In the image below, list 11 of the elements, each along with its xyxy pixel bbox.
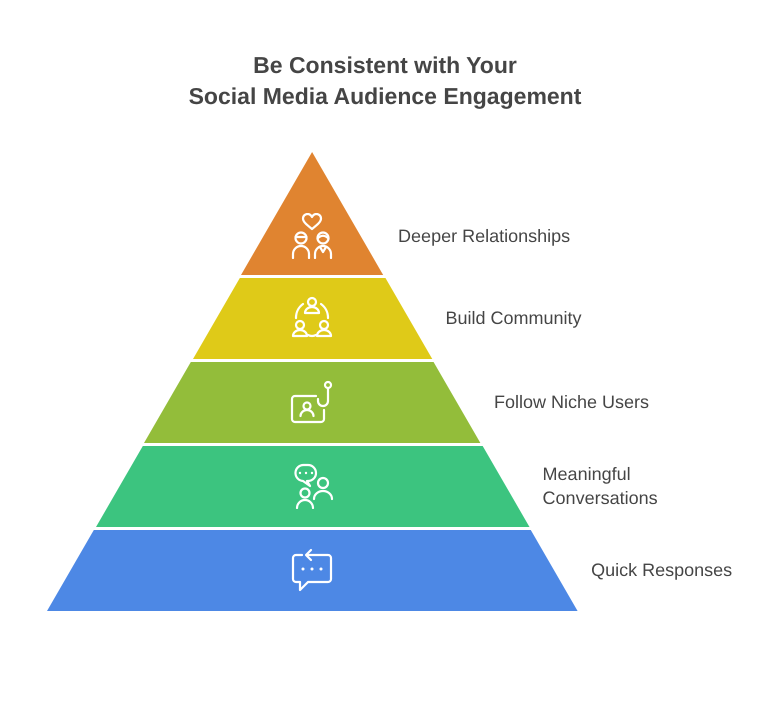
level-label: Build Community	[445, 307, 582, 330]
title: Be Consistent with Your Social Media Audience Engagement	[188, 51, 582, 111]
pyramid-level	[47, 530, 578, 611]
pyramid-level	[192, 278, 432, 359]
level-label: Deeper Relationships	[398, 225, 570, 248]
pyramid-level	[241, 152, 384, 275]
pyramid-level	[144, 362, 481, 443]
level-label: Quick Responses	[591, 559, 732, 582]
level-label: Meaningful Conversations	[542, 463, 659, 510]
level-label: Follow Niche Users	[494, 391, 650, 414]
pyramid-level	[96, 446, 530, 527]
